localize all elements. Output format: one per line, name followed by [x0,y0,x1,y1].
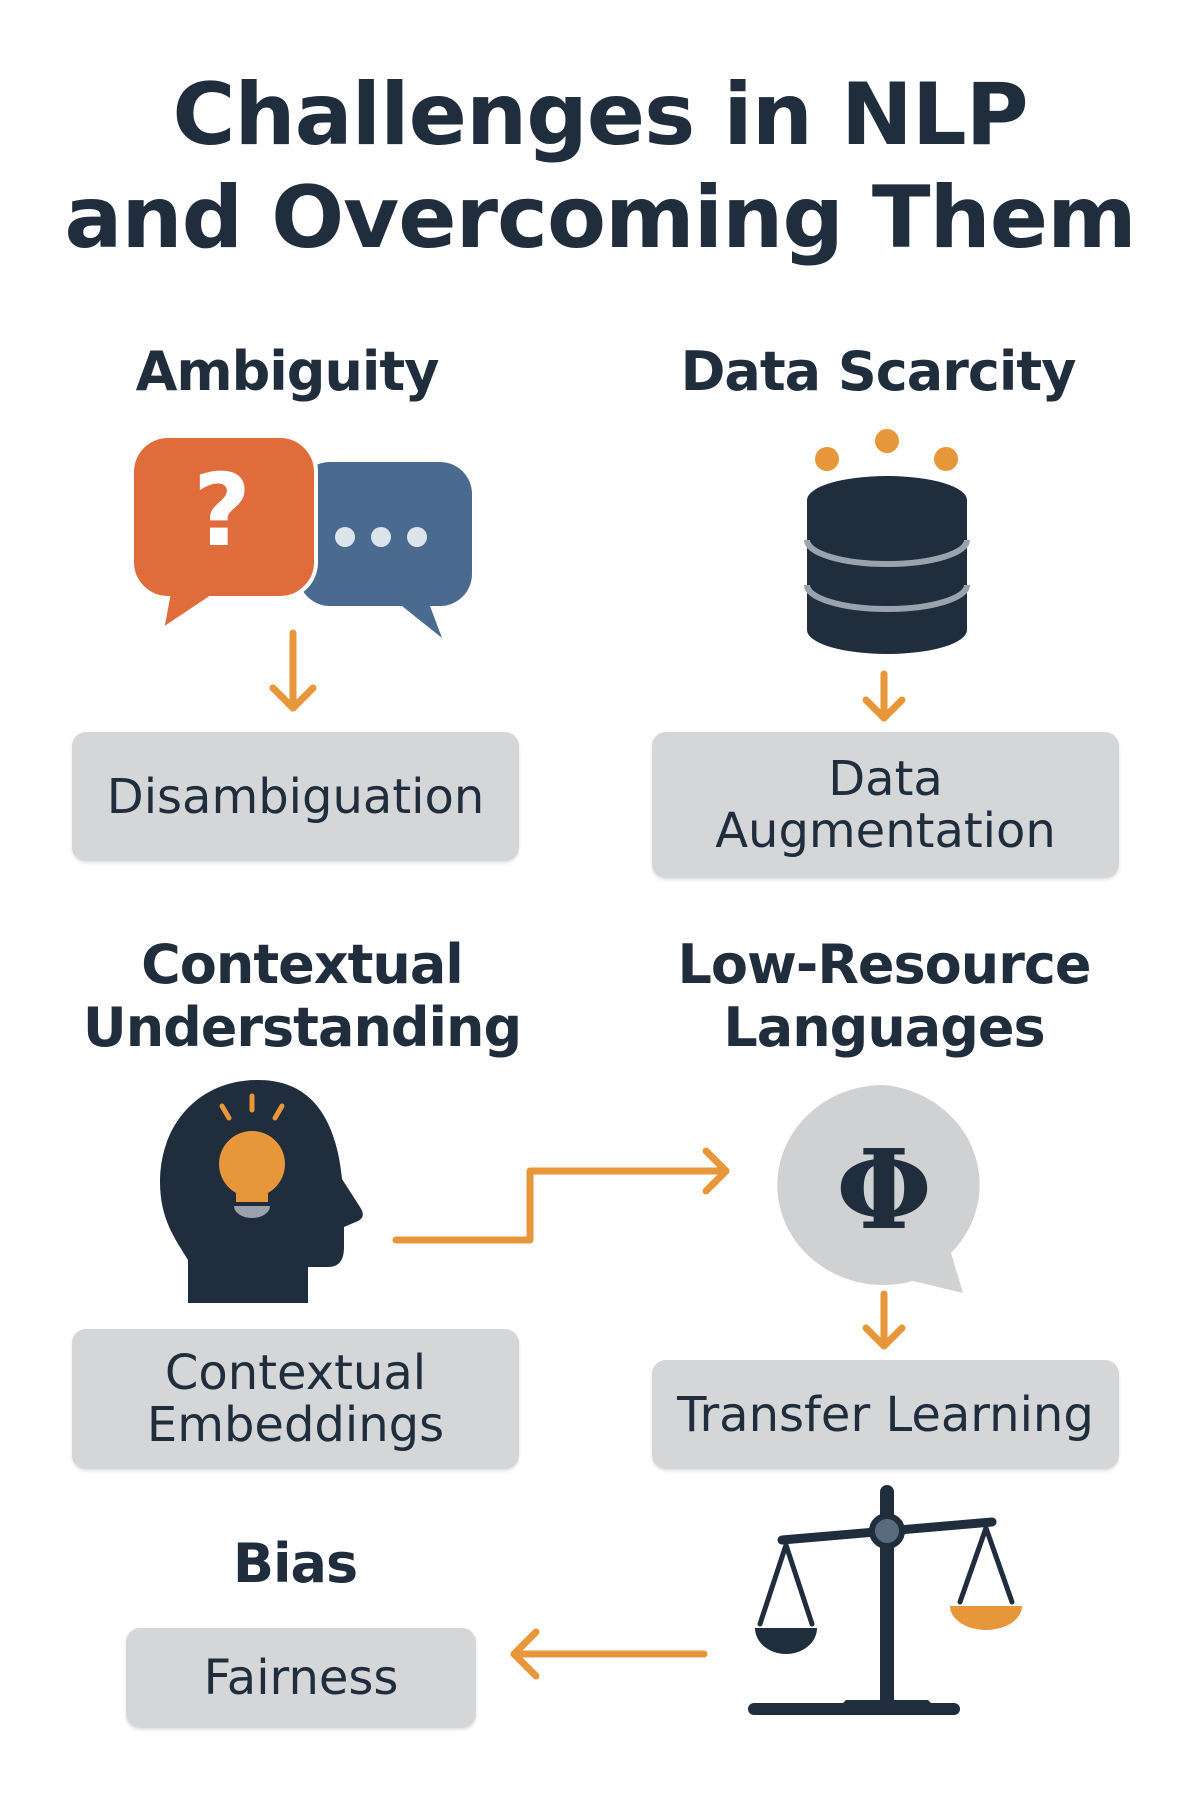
solution-line: Embeddings [146,1397,445,1453]
phi-speech-bubble-icon [777,1085,980,1293]
title-line-1: Challenges in NLP [172,65,1028,165]
heading-data-scarcity: Data Scarcity [680,340,1077,403]
heading-line: Languages [723,996,1045,1059]
solution-contextual-embeddings: Contextual Embeddings [72,1329,519,1469]
arrow-right-icon [392,1147,730,1244]
solution-transfer-learning: Transfer Learning [652,1360,1119,1469]
arrow-left-icon [510,1628,708,1680]
heading-bias: Bias [232,1532,358,1595]
arrow-down-icon [862,1290,906,1350]
solution-disambiguation: Disambiguation [72,732,519,861]
arrow-down-icon [269,629,317,712]
solution-line: Data [828,751,943,807]
head-lightbulb-icon [160,1080,363,1303]
title-line-2: and Overcoming Them [64,168,1136,268]
arrow-down-icon [862,670,906,722]
page-title: Challenges in NLP and Overcoming Them [0,64,1200,270]
heading-contextual-understanding: Contextual Understanding [52,933,552,1059]
heading-low-resource-languages: Low-Resource Languages [634,933,1134,1059]
heading-line: Contextual [141,933,464,996]
heading-ambiguity: Ambiguity [135,340,440,403]
solution-line: Augmentation [715,803,1056,859]
balance-scale-icon [748,1485,1022,1715]
phi-glyph: Φ [836,1125,932,1254]
heading-line: Low-Resource [677,933,1092,996]
speech-bubbles-icon: ? [129,433,472,638]
solution-fairness: Fairness [126,1628,476,1728]
solution-line: Contextual [164,1345,427,1401]
database-icon [804,429,970,654]
svg-text:?: ? [193,452,251,569]
heading-line: Understanding [82,996,522,1059]
solution-data-augmentation: Data Augmentation [652,732,1119,878]
arrows [269,629,906,1680]
